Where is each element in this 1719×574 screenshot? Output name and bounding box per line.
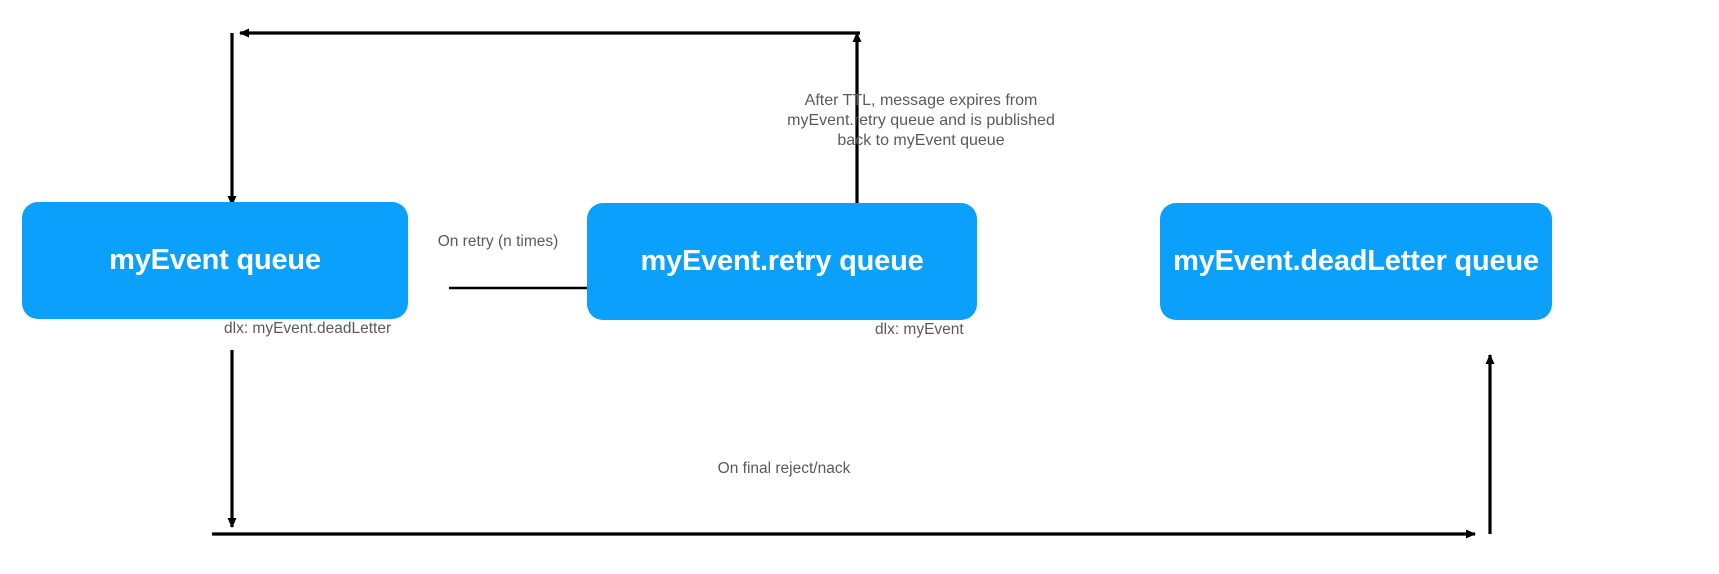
edge-label-dlx-deadletter: dlx: myEvent.deadLetter bbox=[224, 320, 392, 337]
node-myevent-queue[interactable]: myEvent queue bbox=[22, 202, 408, 319]
edge-myevent-to-deadletter bbox=[212, 350, 1495, 539]
edge-label-after-ttl: After TTL, message expires from myEvent.… bbox=[787, 92, 1055, 149]
node-myevent-deadletter-queue-label: myEvent.deadLetter queue bbox=[1173, 244, 1539, 277]
edge-label-dlx-myevent: dlx: myEvent bbox=[875, 321, 964, 338]
node-myevent-deadletter-queue[interactable]: myEvent.deadLetter queue bbox=[1160, 203, 1552, 320]
edge-label-on-final-reject: On final reject/nack bbox=[717, 460, 851, 477]
node-myevent-queue-label: myEvent queue bbox=[109, 243, 321, 276]
node-myevent-retry-queue[interactable]: myEvent.retry queue bbox=[587, 203, 977, 320]
edge-retry-to-myevent bbox=[227, 28, 862, 220]
edge-label-on-retry: On retry (n times) bbox=[437, 233, 559, 250]
node-myevent-retry-queue-label: myEvent.retry queue bbox=[640, 244, 924, 277]
